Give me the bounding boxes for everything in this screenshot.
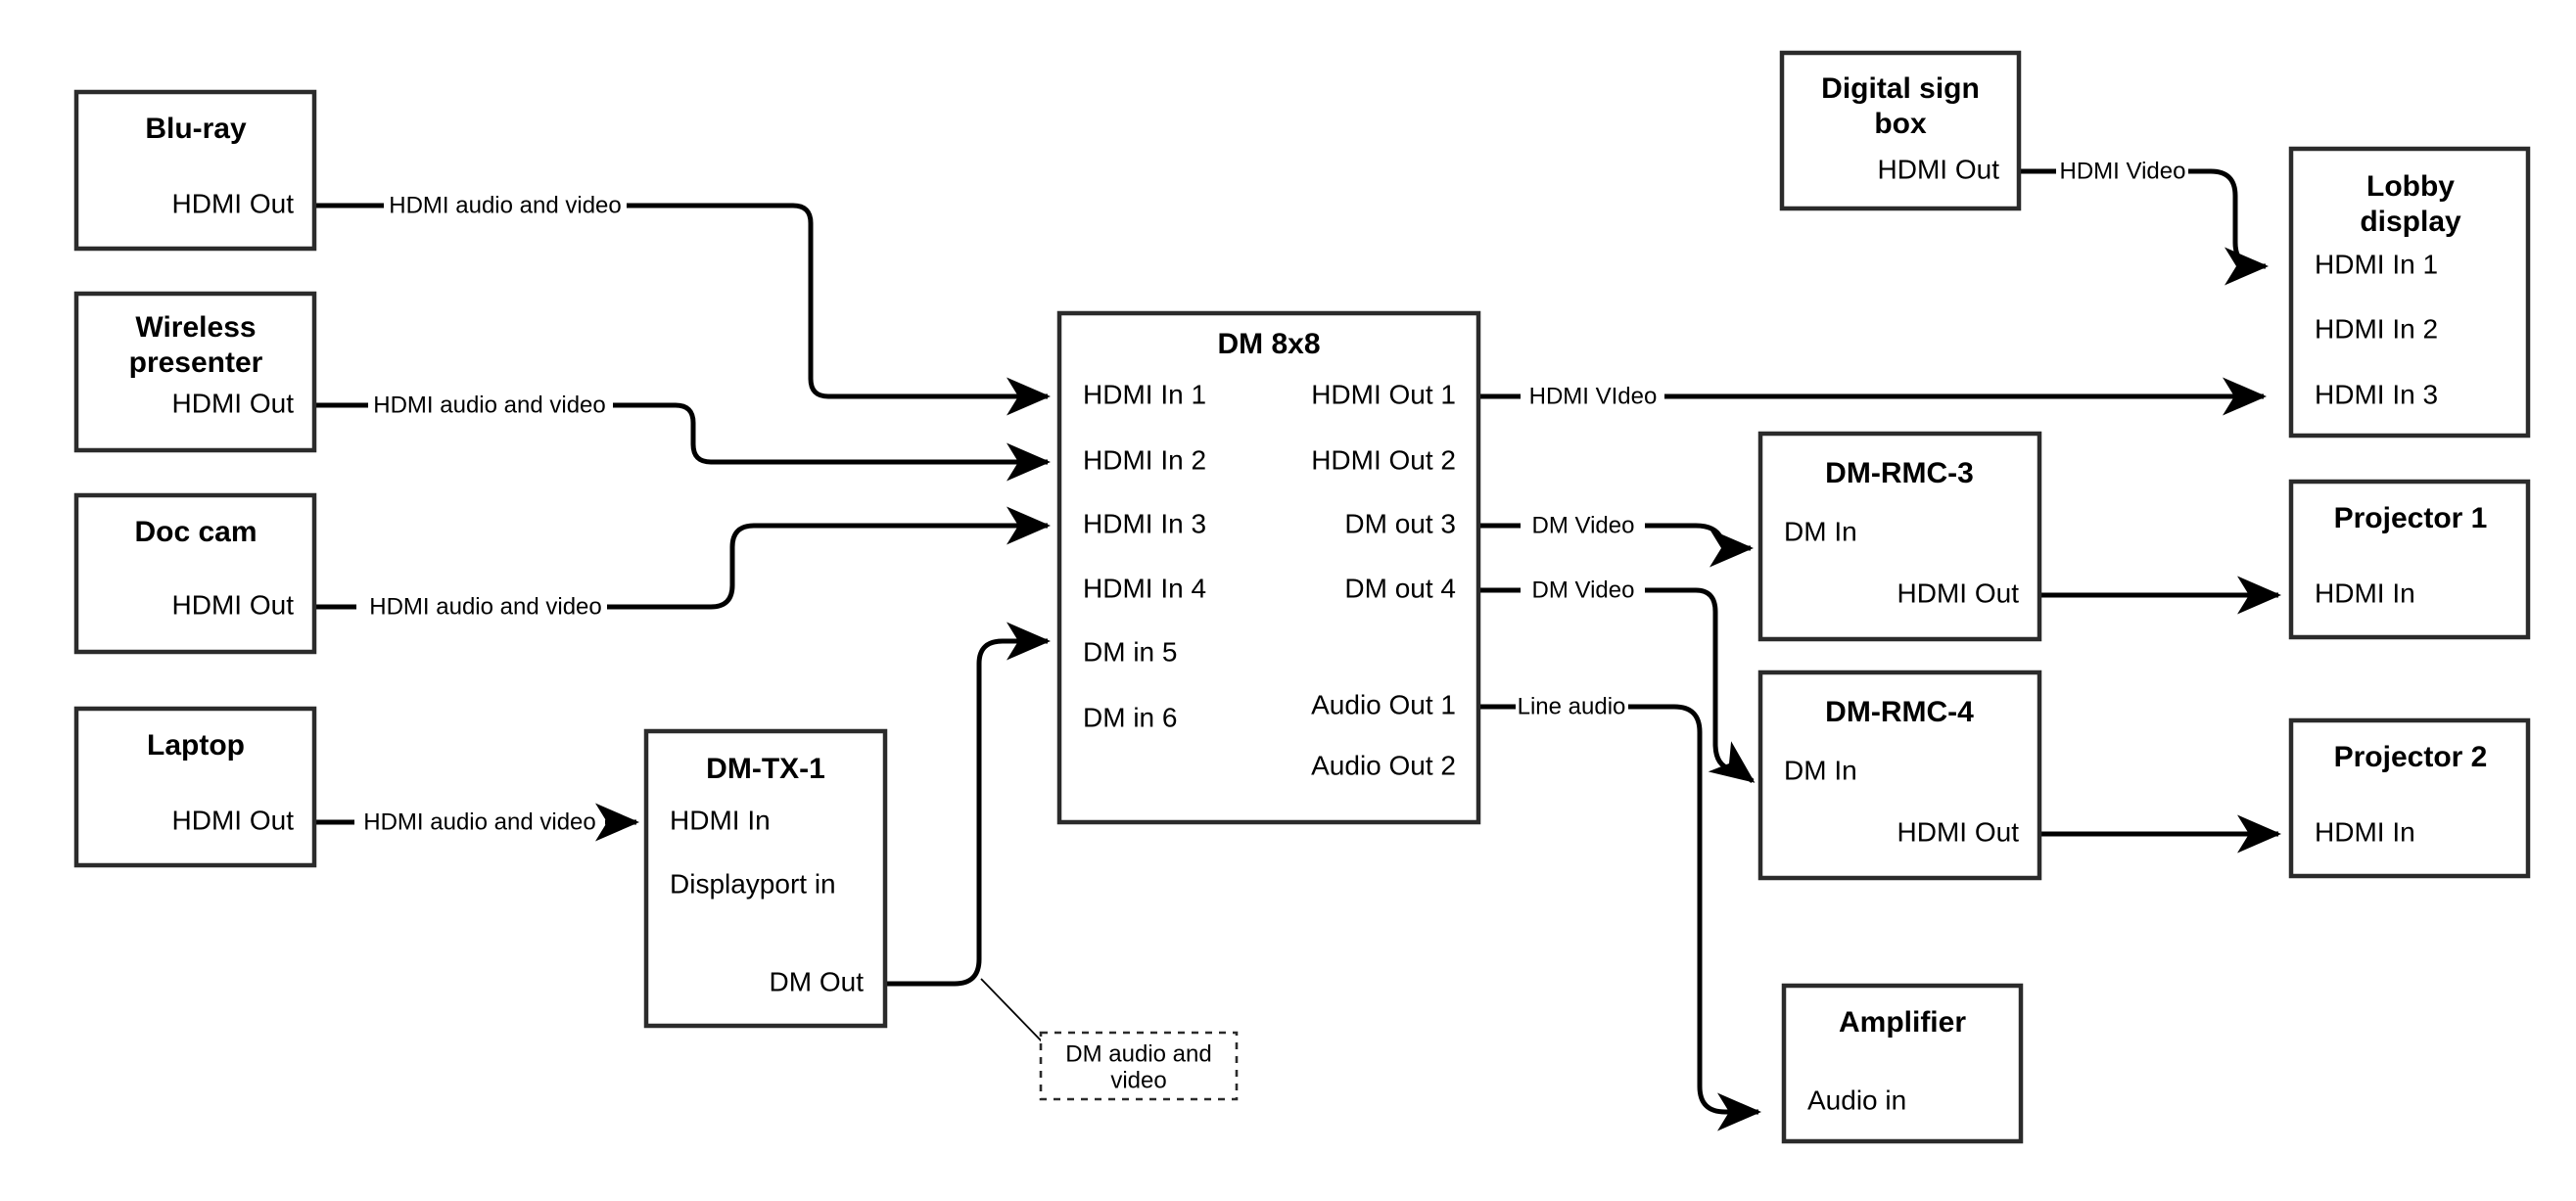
connection-label: HDMI audio and video: [389, 192, 621, 218]
connection-signbox-to-lobby: HDMI Video: [2019, 158, 2270, 286]
box-title: Doc cam: [134, 516, 257, 548]
box-title: DM-TX-1: [706, 753, 825, 785]
box-title-line-1: Lobby: [2366, 170, 2455, 203]
port-dm-in-6: DM in 6: [1083, 702, 1177, 732]
box-title-line-2: display: [2360, 206, 2461, 238]
port-audio-out-1: Audio Out 1: [1311, 689, 1456, 719]
box-title-line-1: Digital sign: [1821, 72, 1980, 105]
device-box-dm-tx-1[interactable]: DM-TX-1 HDMI In Displayport in DM Out: [643, 728, 888, 1029]
connection-dm8x8-to-lobby: HDMI VIdeo: [1478, 377, 2268, 416]
port-hdmi-out: HDMI Out: [1878, 154, 2000, 184]
device-box-amplifier[interactable]: Amplifier Audio in: [1781, 983, 2024, 1144]
device-box-wireless-presenter[interactable]: Wireless presenter HDMI Out: [73, 291, 317, 453]
device-box-dm-rmc-3[interactable]: DM-RMC-3 DM In HDMI Out: [1757, 431, 2042, 642]
port-dm-in: DM In: [1784, 755, 1857, 785]
connection-label: Line audio: [1518, 693, 1626, 719]
connection-dm8x8-to-rmc4: DM Video: [1478, 577, 1756, 783]
box-title: DM-RMC-4: [1825, 696, 1974, 728]
port-hdmi-out: HDMI Out: [1897, 577, 2020, 608]
callout-leader-line: [980, 978, 1044, 1043]
connection-label: HDMI VIdeo: [1529, 383, 1658, 409]
port-hdmi-out-1: HDMI Out 1: [1311, 379, 1456, 409]
connection-dmtx1-to-dm8x8: [885, 622, 1052, 1043]
port-hdmi-in: HDMI In: [2315, 816, 2415, 847]
port-displayport-in: Displayport in: [670, 868, 836, 899]
connection-dm8x8-to-amplifier: Line audio: [1478, 693, 1762, 1132]
port-dm-in: DM In: [1784, 516, 1857, 546]
device-box-digital-sign-box[interactable]: Digital sign box HDMI Out: [1779, 50, 2022, 211]
port-hdmi-out: HDMI Out: [172, 188, 295, 218]
port-hdmi-in-4: HDMI In 4: [1083, 573, 1206, 603]
connection-label: HDMI Video: [2060, 158, 2186, 184]
box-title-line-2: box: [1874, 108, 1927, 140]
port-hdmi-out: HDMI Out: [172, 805, 295, 835]
port-hdmi-in: HDMI In: [670, 805, 771, 835]
connection-label: HDMI audio and video: [373, 392, 605, 418]
callout-dm-audio-and-video: DM audio and video: [1039, 1031, 1239, 1101]
connection-label: HDMI audio and video: [369, 593, 601, 620]
box-title-line-2: presenter: [129, 346, 263, 379]
connection-wireless-to-dm8x8: HDMI audio and video: [313, 392, 1052, 482]
box-title: DM 8x8: [1217, 328, 1320, 360]
callout-line-2: video: [1110, 1067, 1166, 1093]
connection-doccam-to-dm8x8: HDMI audio and video: [313, 506, 1052, 620]
connection-blu-ray-to-dm8x8: HDMI audio and video: [313, 192, 1052, 416]
device-box-projector-1[interactable]: Projector 1 HDMI In: [2288, 479, 2531, 640]
device-box-laptop[interactable]: Laptop HDMI Out: [73, 706, 317, 868]
port-dm-out: DM Out: [770, 966, 865, 996]
port-dm-out-4: DM out 4: [1344, 573, 1456, 603]
connection-dm8x8-to-rmc3: DM Video: [1478, 512, 1755, 568]
port-audio-in: Audio in: [1807, 1085, 1906, 1115]
device-box-lobby-display[interactable]: Lobby display HDMI In 1 HDMI In 2 HDMI I…: [2288, 146, 2531, 439]
port-hdmi-out-2: HDMI Out 2: [1311, 444, 1456, 475]
port-audio-out-2: Audio Out 2: [1311, 750, 1456, 780]
port-hdmi-in-2: HDMI In 2: [2315, 313, 2438, 344]
box-title: Laptop: [147, 729, 245, 762]
port-hdmi-in-2: HDMI In 2: [1083, 444, 1206, 475]
port-hdmi-in-3: HDMI In 3: [1083, 508, 1206, 538]
port-dm-out-3: DM out 3: [1344, 508, 1456, 538]
port-hdmi-out: HDMI Out: [172, 589, 295, 620]
port-hdmi-in-1: HDMI In 1: [1083, 379, 1206, 409]
box-title: DM-RMC-3: [1825, 457, 1974, 489]
port-dm-in-5: DM in 5: [1083, 636, 1177, 667]
connection-label: HDMI audio and video: [363, 808, 595, 835]
port-hdmi-out: HDMI Out: [1897, 816, 2020, 847]
box-title: Blu-ray: [145, 113, 247, 145]
port-hdmi-in-1: HDMI In 1: [2315, 249, 2438, 279]
device-box-doc-cam[interactable]: Doc cam HDMI Out: [73, 492, 317, 655]
callout-line-1: DM audio and: [1065, 1040, 1211, 1067]
box-title: Projector 2: [2334, 741, 2488, 773]
connection-laptop-to-dmtx1: HDMI audio and video: [313, 803, 640, 842]
box-title-line-1: Wireless: [135, 311, 256, 344]
connection-label: DM Video: [1532, 512, 1635, 538]
port-hdmi-in: HDMI In: [2315, 577, 2415, 608]
port-hdmi-in-3: HDMI In 3: [2315, 379, 2438, 409]
port-hdmi-out: HDMI Out: [172, 388, 295, 418]
box-title: Projector 1: [2334, 502, 2488, 534]
device-box-dm-8x8[interactable]: DM 8x8 HDMI In 1 HDMI In 2 HDMI In 3 HDM…: [1056, 310, 1481, 825]
box-title: Amplifier: [1839, 1006, 1966, 1039]
device-box-blu-ray[interactable]: Blu-ray HDMI Out: [73, 89, 317, 252]
connection-label: DM Video: [1532, 577, 1635, 603]
device-box-projector-2[interactable]: Projector 2 HDMI In: [2288, 717, 2531, 879]
device-box-dm-rmc-4[interactable]: DM-RMC-4 DM In HDMI Out: [1757, 670, 2042, 881]
